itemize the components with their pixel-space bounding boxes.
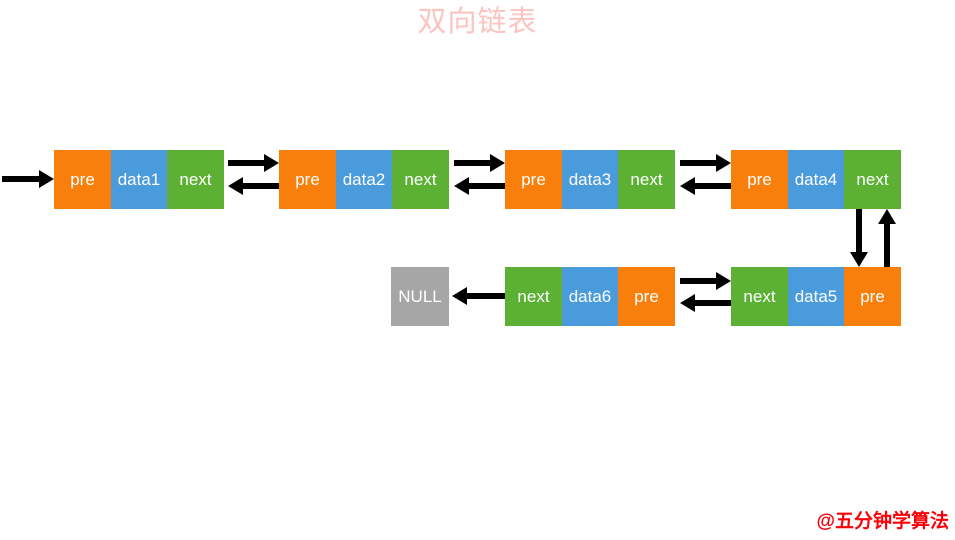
arrow-head-left xyxy=(680,177,695,195)
arrow-head-left xyxy=(452,287,467,305)
arrow-shaft xyxy=(680,278,716,284)
linked-list-node-3[interactable]: pre data3 next xyxy=(505,150,675,209)
arrow-head-left xyxy=(228,177,243,195)
node-3-next-cell: next xyxy=(618,150,675,209)
arrow-shaft xyxy=(695,183,731,189)
arrow-shaft xyxy=(695,300,731,306)
node-2-data-cell: data2 xyxy=(336,150,392,209)
arrow-shaft xyxy=(884,224,890,267)
arrow-shaft xyxy=(469,183,505,189)
node-4-pre-cell: pre xyxy=(731,150,788,209)
node-1-data-cell: data1 xyxy=(111,150,167,209)
arrow-head-down xyxy=(850,252,868,267)
arrow-shaft xyxy=(454,160,490,166)
arrow-shaft xyxy=(228,160,264,166)
linked-list-node-6[interactable]: next data6 pre xyxy=(505,267,675,326)
node-5-pre-cell: pre xyxy=(844,267,901,326)
node-6-next-cell: next xyxy=(505,267,562,326)
node-3-data-cell: data3 xyxy=(562,150,618,209)
node-4-next-cell: next xyxy=(844,150,901,209)
arrow-head-left xyxy=(680,294,695,312)
watermark-credit: @五分钟学算法 xyxy=(816,511,949,532)
linked-list-node-1[interactable]: pre data1 next xyxy=(54,150,224,209)
node-6-data-cell: data6 xyxy=(562,267,618,326)
arrow-head-up xyxy=(878,209,896,224)
node-4-data-cell: data4 xyxy=(788,150,844,209)
node-2-next-cell: next xyxy=(392,150,449,209)
arrow-head-right xyxy=(716,272,731,290)
arrow-head-right xyxy=(39,170,54,188)
null-terminator-box: NULL xyxy=(391,267,449,326)
node-5-next-cell: next xyxy=(731,267,788,326)
node-1-pre-cell: pre xyxy=(54,150,111,209)
node-5-data-cell: data5 xyxy=(788,267,844,326)
arrow-shaft xyxy=(680,160,716,166)
arrow-head-right xyxy=(716,154,731,172)
arrow-head-right xyxy=(264,154,279,172)
arrow-head-right xyxy=(490,154,505,172)
linked-list-node-5[interactable]: next data5 pre xyxy=(731,267,901,326)
arrow-shaft xyxy=(856,209,862,252)
node-3-pre-cell: pre xyxy=(505,150,562,209)
arrow-shaft xyxy=(243,183,279,189)
arrow-head-left xyxy=(454,177,469,195)
null-label: NULL xyxy=(391,267,449,326)
linked-list-node-2[interactable]: pre data2 next xyxy=(279,150,449,209)
arrow-shaft xyxy=(2,176,39,182)
page-title: 双向链表 xyxy=(417,6,538,38)
node-6-pre-cell: pre xyxy=(618,267,675,326)
linked-list-node-4[interactable]: pre data4 next xyxy=(731,150,901,209)
node-2-pre-cell: pre xyxy=(279,150,336,209)
node-1-next-cell: next xyxy=(167,150,224,209)
arrow-shaft xyxy=(467,293,505,299)
